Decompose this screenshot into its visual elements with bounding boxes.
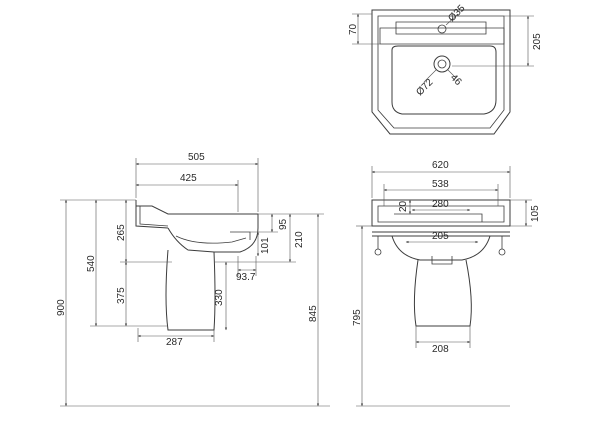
side-view: 505 425 900 540 265 375 287 95 101 210 9… [56,152,330,407]
dim-330: 330 [214,289,225,306]
dim-795: 795 [352,309,363,326]
dim-35: Ø35 [446,3,467,24]
dim-900: 900 [56,299,67,316]
front-view: 620 538 20 280 105 205 795 208 [352,160,541,407]
dim-105: 105 [530,205,541,222]
dim-72: Ø72 [414,77,435,98]
dim-208: 208 [432,344,449,355]
dim-538: 538 [432,179,449,190]
dim-20: 20 [398,200,409,212]
dim-205-plan: 205 [532,33,543,50]
dim-287: 287 [166,337,183,348]
dim-95: 95 [278,218,289,230]
dim-265: 265 [116,224,127,241]
dim-540: 540 [86,255,97,272]
dim-101: 101 [260,237,271,254]
rail-end-right-icon [498,248,506,256]
dim-210: 210 [294,231,305,248]
dim-620: 620 [432,160,449,171]
dim-46: 46 [448,72,464,88]
dim-70: 70 [348,23,359,35]
rail-end-left-icon [374,248,382,256]
waste-outlet-icon [433,55,451,73]
dim-505: 505 [188,152,205,163]
dim-93-7: 93.7 [236,272,256,283]
dim-205-front: 205 [432,231,449,242]
dim-280: 280 [432,199,449,210]
plan-view: 70 Ø35 205 Ø72 46 [348,3,543,135]
dim-375: 375 [116,287,127,304]
dim-425: 425 [180,173,197,184]
dim-845: 845 [308,305,319,322]
